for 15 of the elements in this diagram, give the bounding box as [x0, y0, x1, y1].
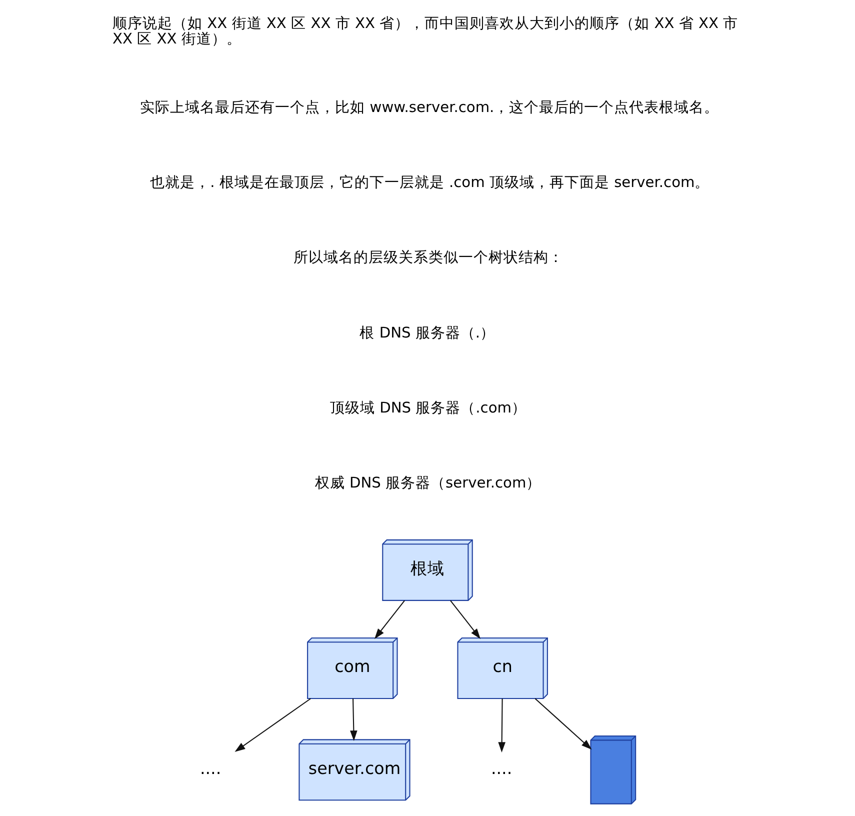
arrow: [234, 698, 311, 752]
arrow: [534, 698, 592, 750]
label: 顺序说起（如 XX 街道 XX 区 XX 市 XX 省），而中国则喜欢从大到小的顺序（如 XX 省 XX 市 XX 区 XX 街道）。: [112, 15, 738, 48]
arrow: [374, 600, 405, 639]
label: 也就是，. 根域是在最顶层，它的下一层就是 .com 顶级域，再下面是 server.com。: [150, 174, 710, 192]
node-text: ....: [490, 758, 512, 778]
node-text: ....: [200, 758, 222, 778]
label: 顶级域 DNS 服务器（.com）: [330, 399, 526, 416]
label: 权威 DNS 服务器（server.com）: [314, 474, 542, 492]
label: 根 DNS 服务器（.）: [360, 324, 496, 342]
arrow: [498, 698, 506, 753]
label: 所以域名的层级关系类似一个树状结构：: [293, 249, 564, 266]
arrow: [450, 600, 480, 639]
label: 实际上域名最后还有一个点，比如 www.server.com.，这个最后的一个点代表根域名。: [140, 99, 720, 116]
arrow: [350, 698, 358, 741]
